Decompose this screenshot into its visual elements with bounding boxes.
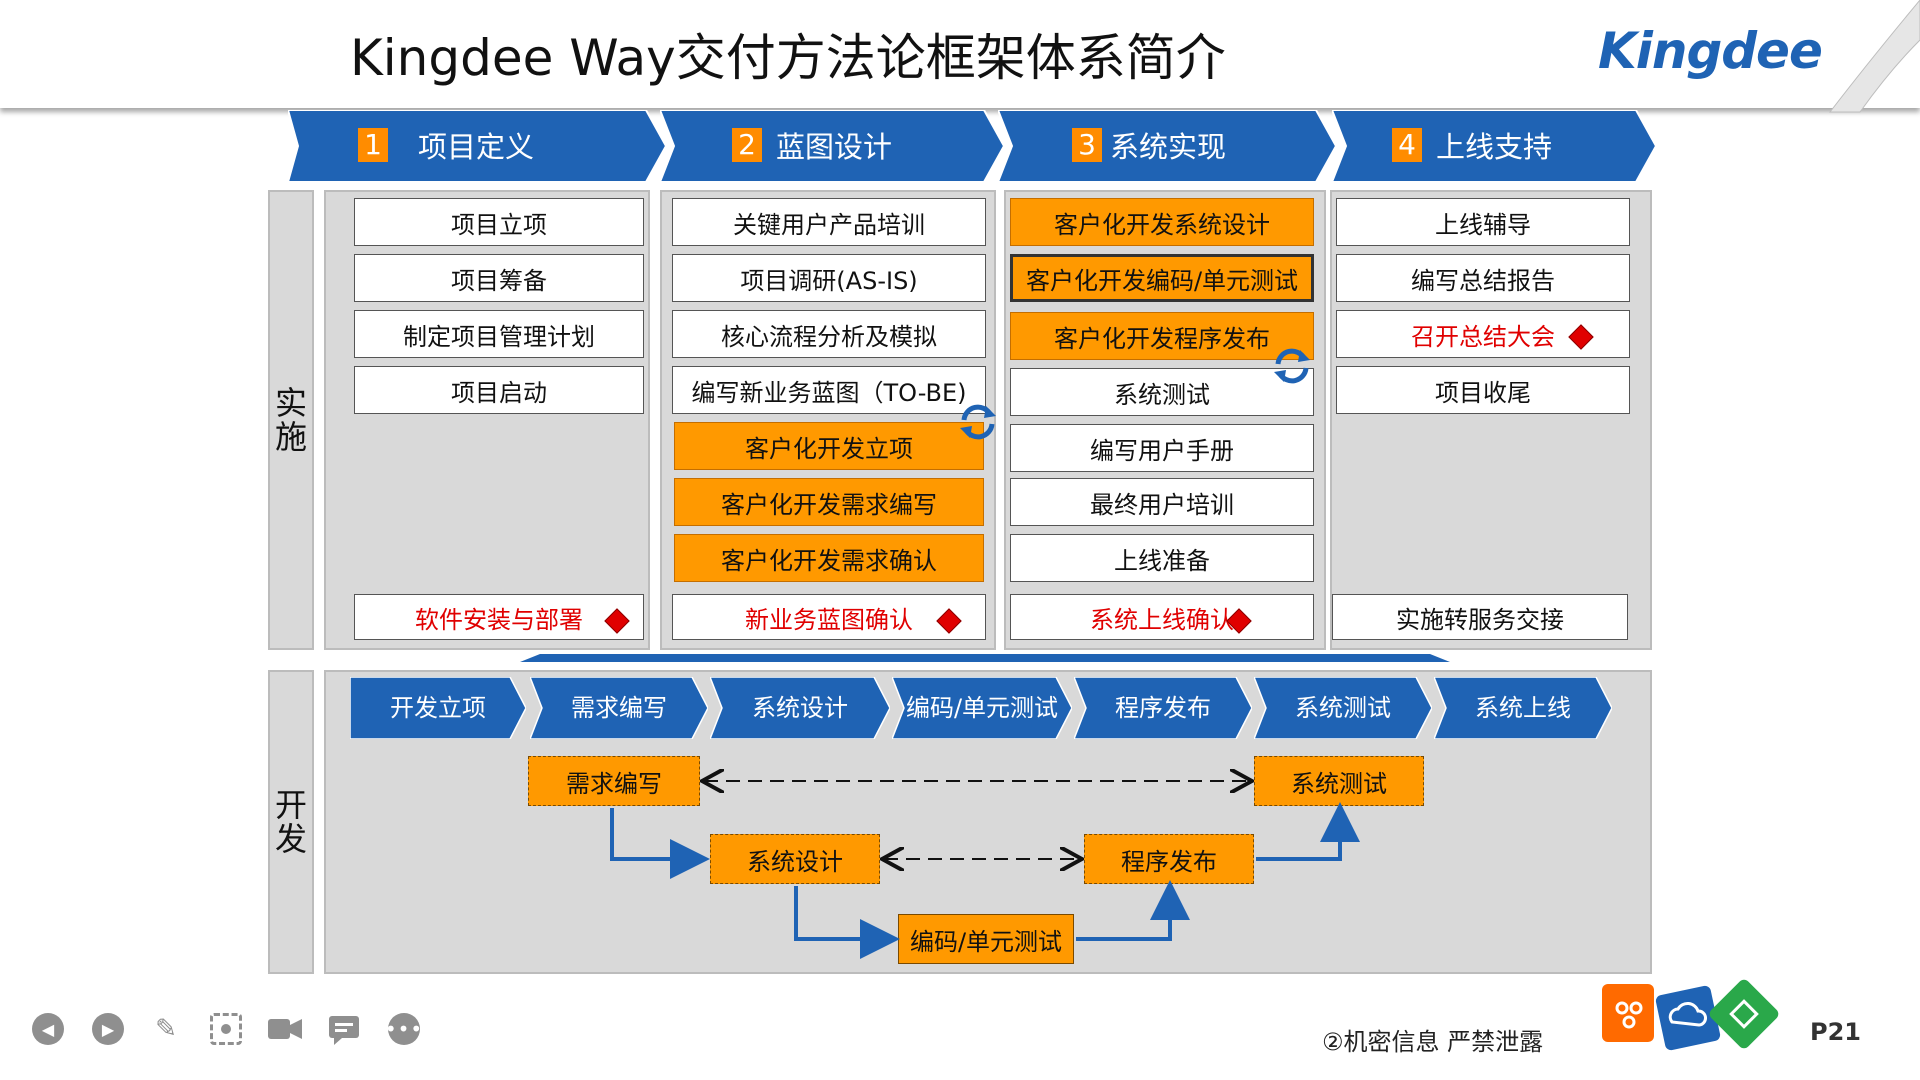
phase-1-header: 1 项目定义 xyxy=(288,110,666,182)
task-box: 编写新业务蓝图（TO-BE) xyxy=(672,366,986,414)
task-box: 项目立项 xyxy=(354,198,644,246)
custom-dev-box: 客户化开发需求确认 xyxy=(674,534,984,582)
phase-number: 4 xyxy=(1392,128,1422,162)
task-box: 编写总结报告 xyxy=(1336,254,1630,302)
more-icon[interactable]: ••• xyxy=(385,1013,422,1045)
task-box: 关键用户产品培训 xyxy=(672,198,986,246)
phase-label: 蓝图设计 xyxy=(776,130,893,164)
flow-connectors xyxy=(610,740,1360,959)
milestone-box: 软件安装与部署 xyxy=(354,594,644,640)
dev-step: 系统上线 xyxy=(1434,677,1612,739)
dev-step-label: 系统设计 xyxy=(752,694,848,722)
product-cubes-icon xyxy=(1602,979,1779,1051)
dev-step-label: 系统上线 xyxy=(1475,694,1571,722)
prev-icon[interactable]: ◀ xyxy=(32,1013,64,1045)
dev-step: 程序发布 xyxy=(1074,677,1252,739)
flow-box-requirements: 需求编写 xyxy=(528,756,700,806)
cycle-refresh-icon xyxy=(960,404,996,440)
focus-icon[interactable] xyxy=(210,1013,242,1045)
comment-icon[interactable] xyxy=(328,1015,360,1045)
task-box: 核心流程分析及模拟 xyxy=(672,310,986,358)
dev-step-label: 开发立项 xyxy=(390,694,486,722)
flow-box-system-design: 系统设计 xyxy=(710,834,880,884)
custom-dev-box: 客户化开发系统设计 xyxy=(1010,198,1314,246)
custom-dev-box: 客户化开发需求编写 xyxy=(674,478,984,526)
dev-step: 开发立项 xyxy=(350,677,526,739)
slide-title: Kingdee Way交付方法论框架体系简介 xyxy=(350,29,1226,87)
dev-step: 系统测试 xyxy=(1254,677,1432,739)
dev-step-label: 需求编写 xyxy=(571,694,667,722)
dev-step: 系统设计 xyxy=(710,677,890,739)
separator-bar xyxy=(520,654,1450,662)
page-curl-decoration xyxy=(1828,0,1920,113)
flow-box-program-release: 程序发布 xyxy=(1084,834,1254,884)
phase-number: 2 xyxy=(732,128,762,162)
kingdee-logo: Kingdee xyxy=(1598,22,1823,80)
task-box: 项目调研(AS-IS) xyxy=(672,254,986,302)
phase-label: 上线支持 xyxy=(1436,130,1553,164)
play-icon[interactable]: ▶ xyxy=(92,1013,124,1045)
task-box: 制定项目管理计划 xyxy=(354,310,644,358)
dev-step: 编码/单元测试 xyxy=(892,677,1072,739)
phase-number: 1 xyxy=(358,128,388,162)
pen-icon[interactable]: ✎ xyxy=(155,1014,177,1044)
dev-step-label: 程序发布 xyxy=(1115,694,1211,722)
dev-step-label: 编码/单元测试 xyxy=(905,694,1059,722)
cycle-refresh-icon xyxy=(1274,348,1310,384)
task-box: 最终用户培训 xyxy=(1010,478,1314,526)
custom-dev-box-selected: 客户化开发编码/单元测试 xyxy=(1010,254,1314,302)
camera-icon[interactable] xyxy=(268,1017,302,1041)
confidential-notice: ②机密信息 严禁泄露 xyxy=(1322,1028,1544,1056)
phase-3-header: 3 系统实现 xyxy=(998,110,1336,182)
phase-2-header: 2 蓝图设计 xyxy=(660,110,1004,182)
task-box: 上线准备 xyxy=(1010,534,1314,582)
task-box: 实施转服务交接 xyxy=(1332,594,1628,640)
impl-side-text: 实施 xyxy=(274,384,307,456)
dev-step-label: 系统测试 xyxy=(1295,694,1391,722)
dev-step: 需求编写 xyxy=(530,677,708,739)
task-box: 编写用户手册 xyxy=(1010,424,1314,472)
dev-side-text: 开发 xyxy=(274,786,307,858)
phase-label: 项目定义 xyxy=(418,130,535,164)
task-box: 项目收尾 xyxy=(1336,366,1630,414)
task-box: 系统测试 xyxy=(1010,368,1314,416)
phase-number: 3 xyxy=(1072,128,1102,162)
impl-side-label: 实施 xyxy=(268,190,314,650)
custom-dev-box: 客户化开发立项 xyxy=(674,422,984,470)
page-number: P21 xyxy=(1810,1018,1861,1046)
slide-header xyxy=(0,0,1920,108)
phase-4-header: 4 上线支持 xyxy=(1332,110,1656,182)
dev-side-label: 开发 xyxy=(268,670,314,974)
milestone-box: 系统上线确认 xyxy=(1010,594,1314,640)
milestone-box: 新业务蓝图确认 xyxy=(672,594,986,640)
task-box: 上线辅导 xyxy=(1336,198,1630,246)
task-box: 项目筹备 xyxy=(354,254,644,302)
task-box: 项目启动 xyxy=(354,366,644,414)
custom-dev-box: 客户化开发程序发布 xyxy=(1010,312,1314,360)
phase-label: 系统实现 xyxy=(1110,130,1227,164)
